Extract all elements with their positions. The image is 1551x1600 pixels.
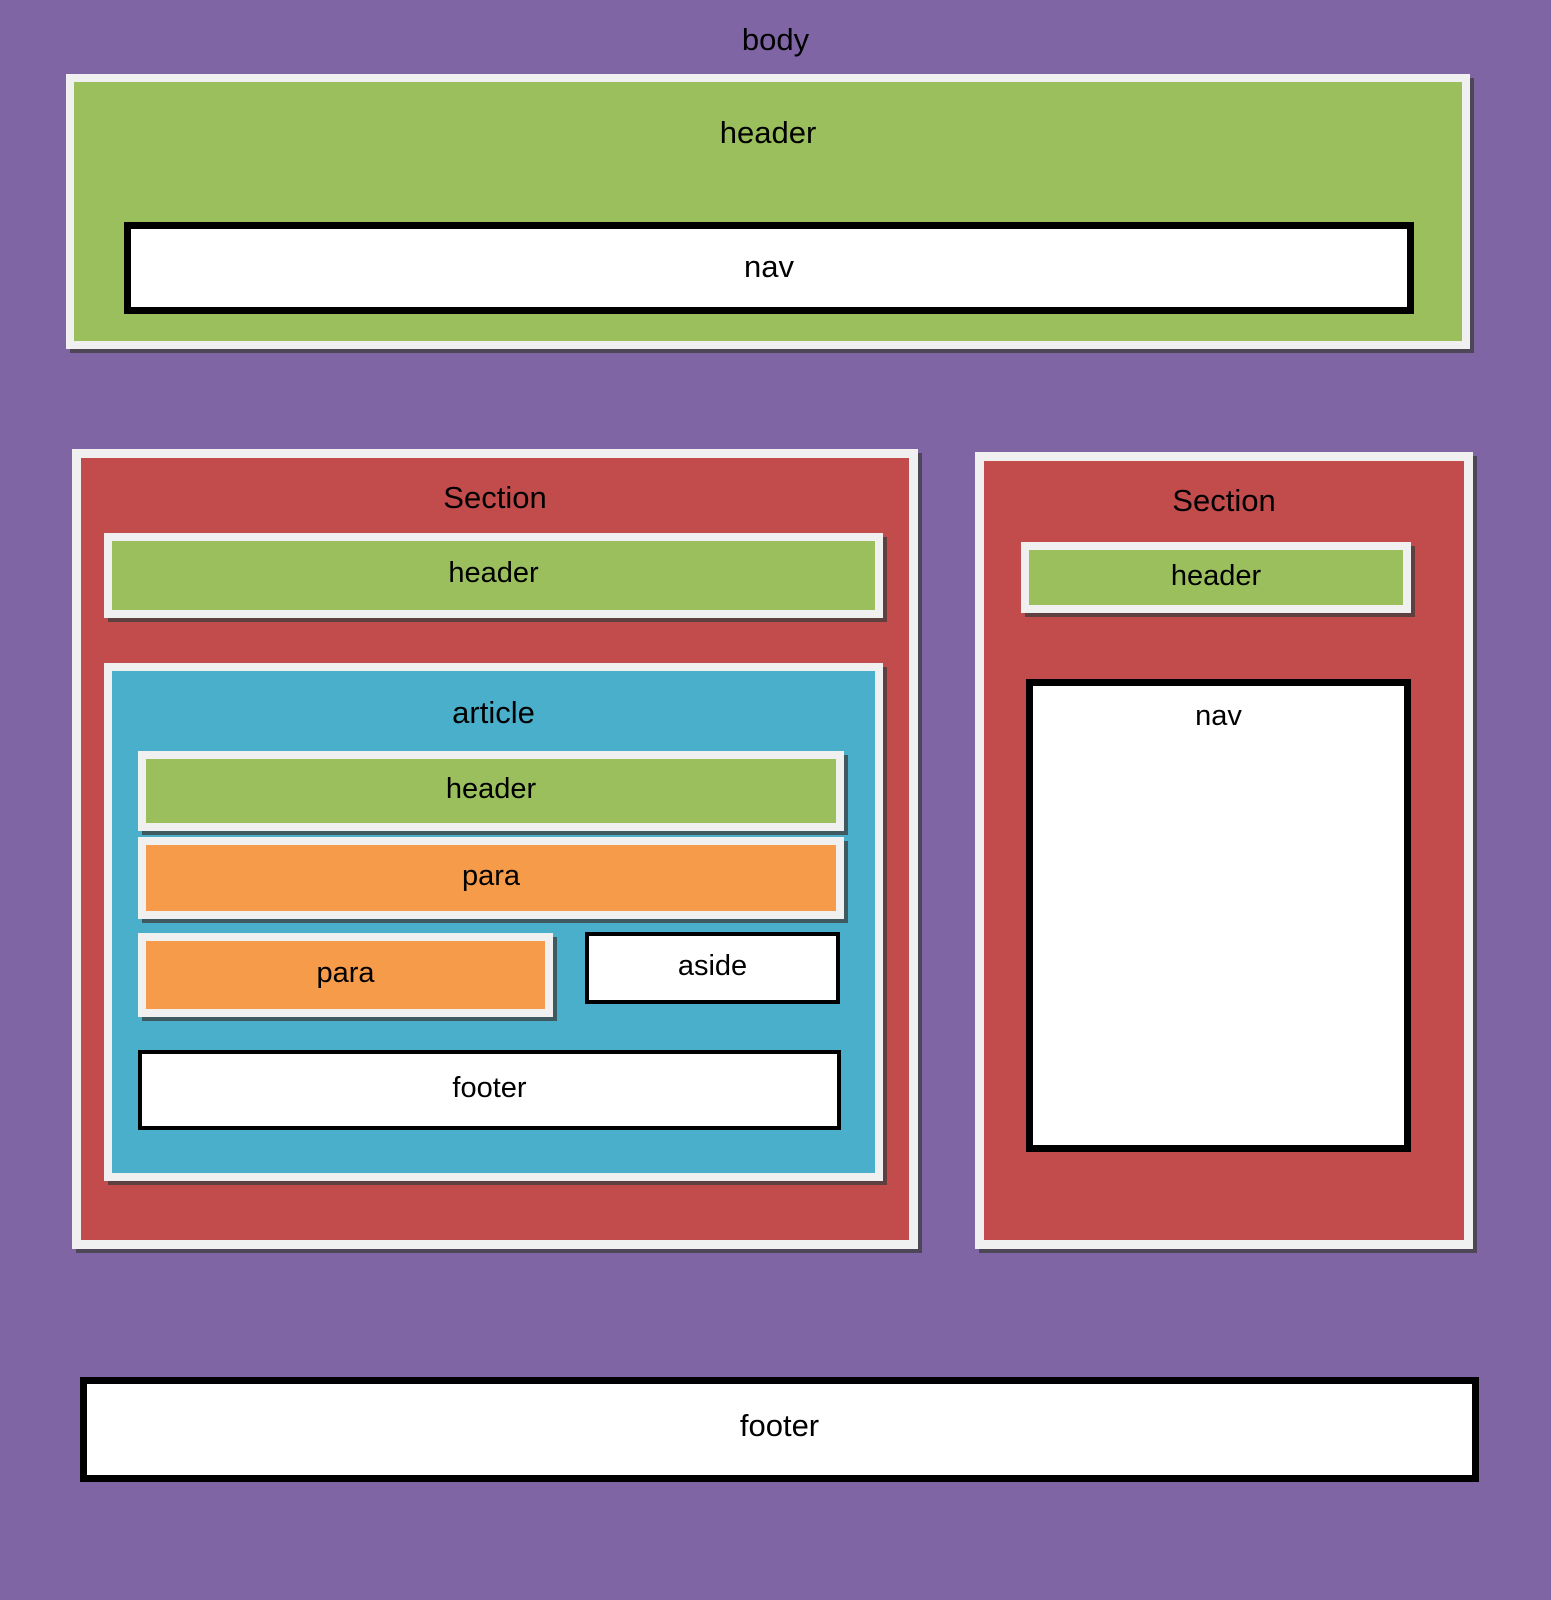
article-para-1-frame: para: [138, 837, 844, 919]
section-left-header: header: [112, 541, 875, 610]
section-right-header: header: [1029, 550, 1403, 605]
section-right-frame: Section header nav: [975, 452, 1473, 1249]
section-right-header-label: header: [1170, 560, 1262, 592]
section-right-label: Section: [1172, 483, 1276, 518]
article-para-2-label: para: [316, 957, 375, 989]
page-header-nav-label: nav: [744, 249, 794, 284]
section-left-header-frame: header: [104, 533, 883, 618]
page-header-nav[interactable]: nav: [124, 222, 1414, 314]
article-header-label: header: [445, 773, 537, 805]
page-footer-label: footer: [739, 1408, 820, 1443]
article-frame: article header para: [104, 663, 883, 1181]
body-label: body: [741, 22, 810, 57]
article-header-frame: header: [138, 751, 844, 831]
section-right-nav-label: nav: [1195, 700, 1242, 732]
article-aside[interactable]: aside: [585, 932, 840, 1004]
article-para-2: para: [146, 941, 545, 1009]
page-footer[interactable]: footer: [80, 1377, 1479, 1482]
article-footer-label: footer: [452, 1072, 527, 1104]
section-left-header-label: header: [448, 557, 539, 589]
article-header: header: [146, 759, 836, 823]
article-aside-label: aside: [677, 950, 748, 982]
article-para-1: para: [146, 845, 836, 911]
section-left: Section header article header: [81, 458, 909, 1240]
section-right-header-frame: header: [1021, 542, 1411, 613]
article-footer[interactable]: footer: [138, 1050, 841, 1130]
section-left-frame: Section header article header: [72, 449, 918, 1249]
article-para-1-label: para: [461, 860, 521, 892]
section-right-nav[interactable]: nav: [1026, 679, 1411, 1152]
article: article header para: [112, 671, 875, 1173]
page-header: header nav: [74, 82, 1462, 341]
article-label: article: [452, 695, 535, 730]
section-left-label: Section: [443, 480, 547, 515]
section-right: Section header nav: [984, 461, 1464, 1240]
article-para-2-frame: para: [138, 933, 553, 1017]
page-header-label: header: [719, 115, 817, 150]
page-header-frame: header nav: [66, 74, 1470, 349]
